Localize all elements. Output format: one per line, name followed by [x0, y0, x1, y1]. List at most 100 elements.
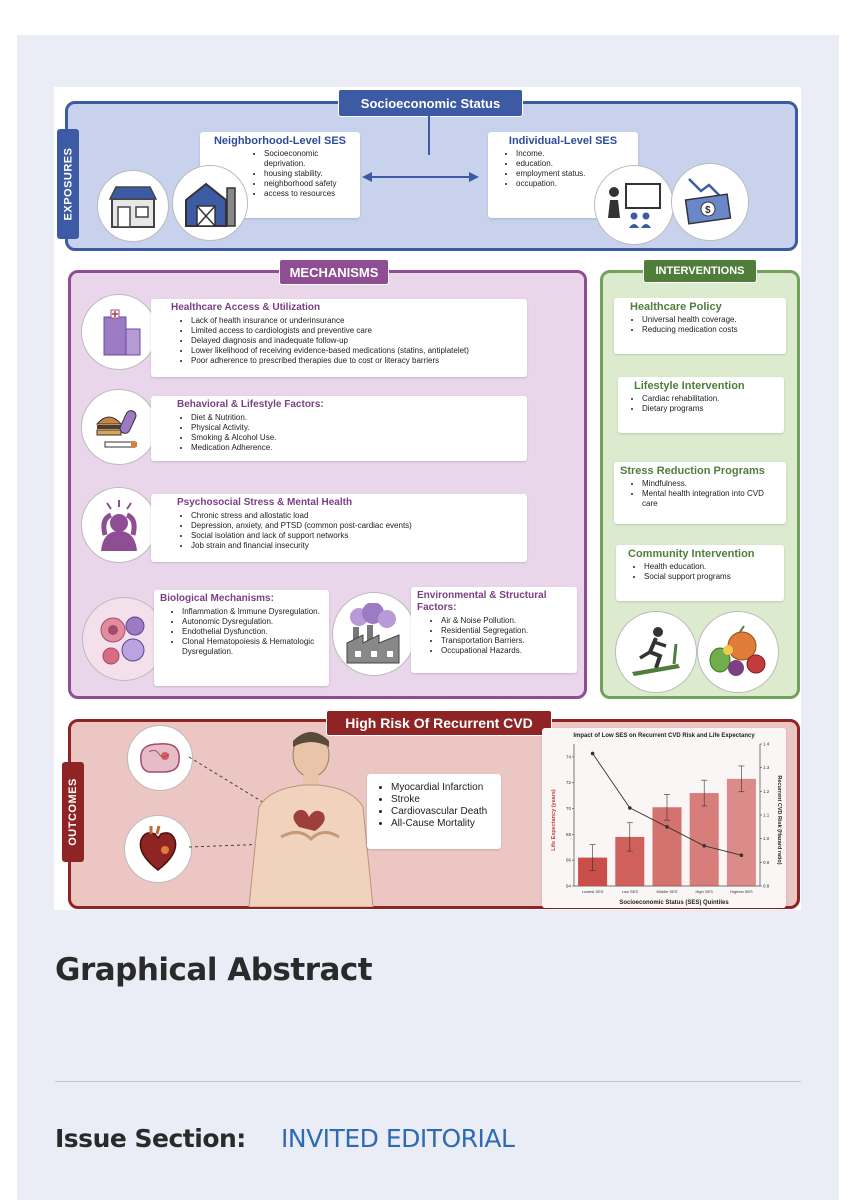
blood-cells-icon	[82, 597, 166, 681]
y-tick-label: 64	[566, 884, 572, 889]
list-item: Inflammation & Immune Dysregulation.	[182, 607, 323, 617]
list-item: housing stability.	[264, 169, 354, 179]
chart-point	[590, 751, 595, 756]
outcomes-list-box: Myocardial Infarction Stroke Cardiovascu…	[367, 774, 501, 849]
biological-mechanisms-title: Biological Mechanisms:	[160, 593, 274, 604]
list-item: Myocardial Infarction	[391, 782, 495, 794]
list-item: Autonomic Dysregulation.	[182, 617, 323, 627]
y-tick-label: 74	[566, 754, 572, 759]
x-tick-label: Highest SES	[730, 889, 753, 894]
x-tick-label: High SES	[696, 889, 714, 894]
y2-tick-label: 1.3	[763, 765, 770, 770]
outcomes-title: High Risk Of Recurrent CVD	[326, 710, 552, 736]
list-item: Cardiac rehabilitation.	[642, 394, 778, 404]
y-tick-label: 72	[566, 780, 572, 785]
list-item: Socioeconomic deprivation.	[264, 149, 354, 169]
list-item: Diet & Nutrition.	[191, 413, 521, 423]
ses-title: Socioeconomic Status	[338, 89, 523, 117]
list-item: Endothelial Dysfunction.	[182, 627, 323, 637]
chart-point	[739, 853, 744, 858]
list-item: Dietary programs	[642, 404, 778, 414]
list-item: Smoking & Alcohol Use.	[191, 433, 521, 443]
x-tick-label: Lowest SES	[582, 889, 604, 894]
list-item: Delayed diagnosis and inadequate follow-…	[191, 336, 521, 346]
list-item: education.	[516, 159, 596, 169]
x-tick-label: Middle SES	[657, 889, 678, 894]
section-divider	[55, 1081, 801, 1082]
behavioral-factors-title: Behavioral & Lifestyle Factors:	[177, 399, 324, 410]
brain-icon	[127, 725, 193, 791]
issue-section-link[interactable]: INVITED EDITORIAL	[281, 1124, 515, 1153]
list-item: employment status.	[516, 169, 596, 179]
list-item: Mindfulness.	[642, 479, 780, 489]
factory-pollution-icon	[332, 592, 416, 676]
graphical-abstract-figure[interactable]: EXPOSURES Socioeconomic Status Neighborh…	[54, 87, 801, 910]
list-item: Universal health coverage.	[642, 315, 780, 325]
chart-point	[702, 843, 706, 848]
list-item: Occupational Hazards.	[441, 646, 571, 656]
heart-organ-icon	[124, 815, 192, 883]
outcomes-tab: OUTCOMES	[62, 762, 84, 862]
biological-mechanisms-box: Biological Mechanisms: Inflammation & Im…	[154, 590, 329, 686]
list-item: Lack of health insurance or underinsuran…	[191, 316, 521, 326]
list-item: Reducing medication costs	[642, 325, 780, 335]
individual-ses-title: Individual-Level SES	[508, 135, 618, 147]
list-item: Medication Adherence.	[191, 443, 521, 453]
y2-tick-label: 0.9	[763, 860, 770, 865]
behavioral-factors-box: Behavioral & Lifestyle Factors: Diet & N…	[151, 396, 527, 461]
list-item: Physical Activity.	[191, 423, 521, 433]
list-item: Limited access to cardiologists and prev…	[191, 326, 521, 336]
list-item: occupation.	[516, 179, 596, 189]
list-item: Stroke	[391, 794, 495, 806]
y2-tick-label: 1.0	[763, 836, 770, 841]
chart-xlabel: Socioeconomic Status (SES) Quintiles	[619, 900, 729, 906]
y2-tick-label: 1.1	[763, 813, 770, 818]
burger-cigarette-icon	[81, 389, 157, 465]
environmental-factors-box: Environmental & Structural Factors: Air …	[411, 587, 577, 673]
list-item: Health education.	[644, 562, 778, 572]
issue-section-label: Issue Section:	[55, 1124, 246, 1153]
list-item: Depression, anxiety, and PTSD (common po…	[191, 521, 521, 531]
ses-connector	[362, 115, 479, 182]
chart-title: Impact of Low SES on Recurrent CVD Risk …	[573, 733, 755, 739]
chart-point	[628, 806, 632, 810]
y-tick-label: 68	[566, 832, 572, 837]
teacher-icon	[594, 165, 674, 245]
storefront-icon	[97, 170, 169, 242]
chart-point	[665, 825, 669, 829]
neighborhood-ses-box: Neighborhood-Level SES Socioeconomic dep…	[200, 132, 360, 218]
list-item: Cardiovascular Death	[391, 806, 495, 818]
neighborhood-ses-title: Neighborhood-Level SES	[213, 135, 346, 147]
psychosocial-stress-title: Psychosocial Stress & Mental Health	[177, 497, 353, 508]
svg-text:$: $	[705, 205, 711, 216]
list-item: All-Cause Mortality	[391, 818, 495, 830]
list-item: neighborhood safety	[264, 179, 354, 189]
community-intervention-box: Community Intervention Health education.…	[616, 545, 784, 601]
stress-reduction-title: Stress Reduction Programs	[620, 465, 765, 477]
y2-tick-label: 1.2	[763, 789, 770, 794]
ses-chart-container: Impact of Low SES on Recurrent CVD Risk …	[542, 728, 786, 908]
treadmill-runner-icon	[615, 611, 697, 693]
y2-tick-label: 0.8	[763, 884, 770, 889]
stress-reduction-box: Stress Reduction Programs Mindfulness. M…	[614, 462, 786, 524]
list-item: Transportation Barriers.	[441, 636, 571, 646]
ses-chart: Impact of Low SES on Recurrent CVD Risk …	[551, 733, 782, 906]
healthcare-access-title: Healthcare Access & Utilization	[171, 302, 321, 313]
community-intervention-title: Community Intervention	[628, 548, 755, 560]
list-item: Poor adherence to prescribed therapies d…	[191, 356, 521, 366]
list-item: Air & Noise Pollution.	[441, 616, 571, 626]
interventions-title: INTERVENTIONS	[643, 259, 757, 283]
healthcare-access-box: Healthcare Access & Utilization Lack of …	[151, 299, 527, 377]
chart-y2label: Recurrent CVD Risk (Hazard ratio)	[776, 775, 782, 864]
list-item: Social support programs	[644, 572, 778, 582]
list-item: Chronic stress and allostatic load	[191, 511, 521, 521]
page-heading: Graphical Abstract	[55, 952, 373, 988]
list-item: Income.	[516, 149, 596, 159]
hospital-icon	[81, 294, 157, 370]
chart-bar	[726, 778, 756, 886]
list-item: access to resources	[264, 189, 354, 199]
y2-tick-label: 1.4	[763, 742, 770, 747]
exposures-tab: EXPOSURES	[57, 129, 79, 239]
list-item: Job strain and financial insecurity	[191, 541, 521, 551]
list-item: Social isolation and lack of support net…	[191, 531, 521, 541]
